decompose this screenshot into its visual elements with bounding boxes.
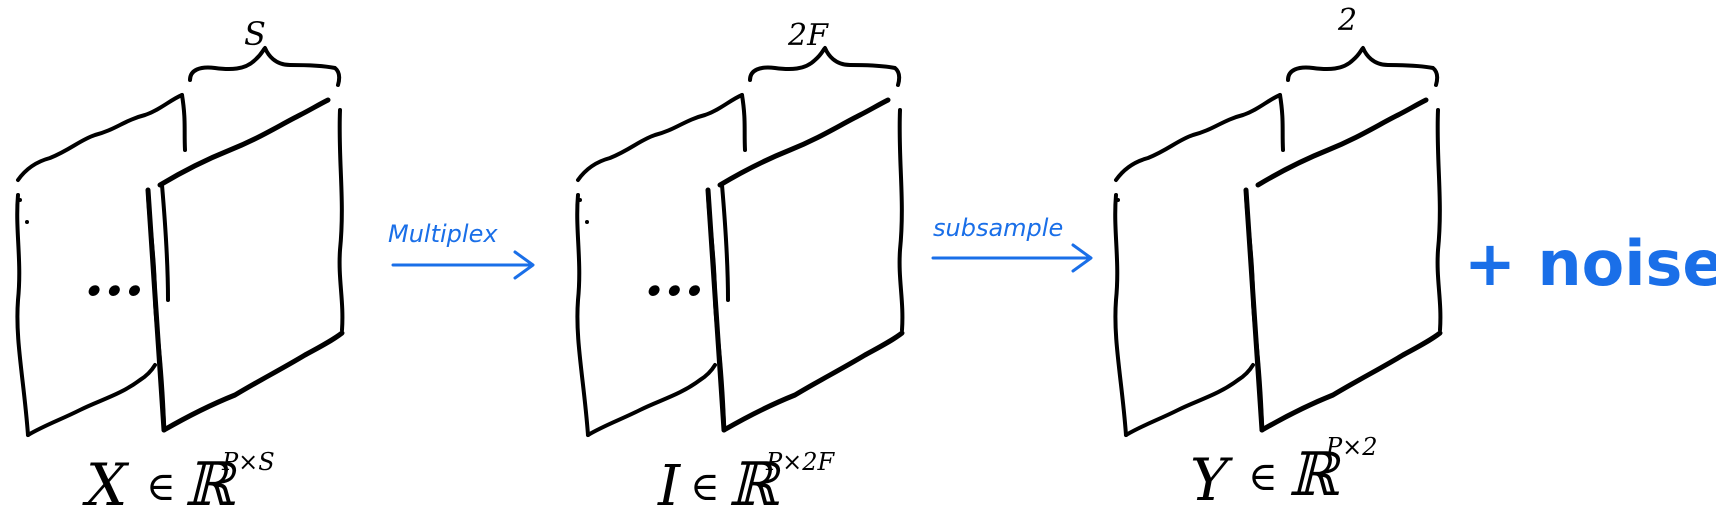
tensor-stack [575,93,905,437]
arrow-label: Multiplex [388,220,498,248]
dimension-brace [1286,46,1440,87]
caption-set: ℝ [184,450,238,517]
arrow-subsample: subsample [931,214,1093,273]
block-y: 2 Y ∈ ℝ P×2 [1113,3,1443,514]
tensor-stack [15,93,345,437]
caption-relation: ∈ [146,464,176,510]
caption-variable: X [82,451,130,517]
block-i: ... 2F I ∈ ℝ P×2F [575,18,905,517]
caption-variable: Y [1190,446,1233,514]
dimension-label: S [244,15,266,53]
caption-set: ℝ [728,450,782,517]
ellipsis: ... [84,241,145,309]
dimension-label: 2 [1337,3,1357,38]
block-x: ... S X ∈ ℝ P×S [15,15,345,517]
dimension-brace [748,46,902,87]
caption-relation: ∈ [690,464,720,510]
dimension-label: 2F [787,18,829,53]
tensor-stack [1113,93,1443,437]
arrow-label: subsample [933,214,1063,242]
caption-set: ℝ [1288,440,1342,510]
ellipsis: ... [644,241,705,309]
caption-exponent: P×S [221,448,275,476]
caption-variable: I [657,454,682,517]
noise-label: + noise [1464,227,1716,300]
caption-relation: ∈ [1248,454,1278,500]
caption-exponent: P×2F [765,448,836,476]
dimension-brace [188,46,342,87]
arrow-multiplex: Multiplex [388,220,535,280]
caption-exponent: P×2 [1325,433,1378,461]
